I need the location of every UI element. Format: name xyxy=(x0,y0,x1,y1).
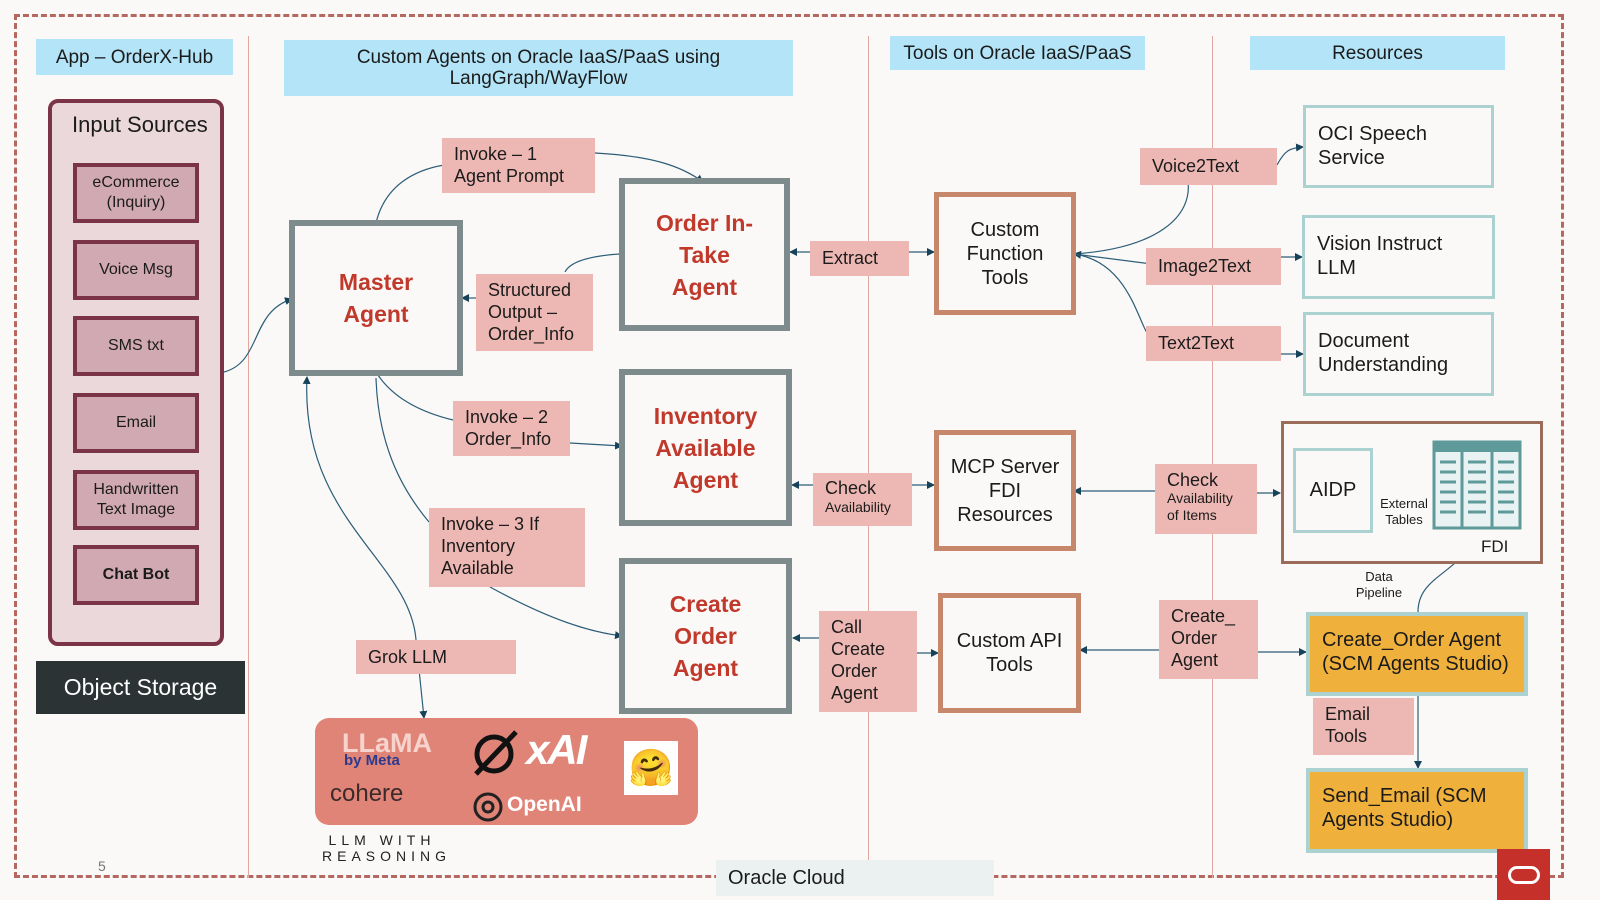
fdi-label: FDI xyxy=(1481,537,1509,556)
check-items-line1: Check xyxy=(1167,470,1219,490)
email-tools-label: Email Tools xyxy=(1313,698,1414,755)
check-items-line3: of Items xyxy=(1167,507,1217,523)
voice2text-label: Voice2Text xyxy=(1140,148,1277,185)
call-create-order-label: Call Create Order Agent xyxy=(819,611,917,712)
invoke1-label: Invoke – 1 Agent Prompt xyxy=(442,138,595,193)
grok-llm-label: Grok LLM xyxy=(356,640,516,674)
llama-logo: LLaMA xyxy=(342,728,432,758)
function-to-image2text xyxy=(1073,250,1153,265)
column-divider xyxy=(248,36,249,878)
vision-instruct-box: Vision Instruct LLM xyxy=(1302,215,1495,299)
invoke3-arrow xyxy=(489,586,623,640)
oracle-cloud-label: Oracle Cloud xyxy=(716,860,994,896)
order-intake-agent-box: Order In-Take Agent xyxy=(619,178,790,331)
text2text-label: Text2Text xyxy=(1146,326,1281,361)
voice2text-arrow xyxy=(1276,143,1304,166)
document-understanding-box: Document Understanding xyxy=(1303,312,1494,396)
page-number: 5 xyxy=(98,858,106,874)
input-to-master-arrow xyxy=(223,297,293,373)
header-app: App – OrderX-Hub xyxy=(36,39,233,75)
invoke3-connector xyxy=(375,377,430,523)
availability-label-line2: Availability xyxy=(825,499,891,515)
check-items-line2: Availability xyxy=(1167,490,1233,506)
oci-speech-box: OCI Speech Service xyxy=(1303,105,1494,188)
oracle-logo-icon xyxy=(1497,849,1550,900)
openai-logo: OpenAI xyxy=(507,793,582,816)
text2text-connector xyxy=(1073,253,1151,338)
voice2text-connector xyxy=(1073,181,1189,255)
header-tools: Tools on Oracle IaaS/PaaS xyxy=(890,36,1145,70)
invoke2-arrow xyxy=(569,441,623,450)
grok-to-master-arrow xyxy=(302,376,417,641)
object-storage-box: Object Storage xyxy=(36,661,245,714)
custom-api-tools-box: Custom API Tools xyxy=(938,593,1081,713)
source-email: Email xyxy=(73,393,199,453)
source-chat-bot: Chat Bot xyxy=(73,545,199,605)
xai-logo: xAI xyxy=(526,726,587,773)
structured-output-connector xyxy=(564,253,621,273)
check-availability-items-label: Check Availability of Items xyxy=(1155,464,1257,534)
extract-label: Extract xyxy=(810,241,909,276)
grok-icon xyxy=(470,726,522,778)
image2text-label: Image2Text xyxy=(1146,248,1281,285)
data-pipeline-label: Data Pipeline xyxy=(1355,569,1403,600)
source-ecommerce: eCommerce (Inquiry) xyxy=(73,163,199,223)
llm-caption: LLM WITH REASONING xyxy=(322,832,452,864)
mcp-server-box: MCP Server FDI Resources xyxy=(934,430,1076,551)
inventory-agent-box: Inventory Available Agent xyxy=(619,369,792,526)
input-sources-title: Input Sources xyxy=(72,112,208,137)
header-resources: Resources xyxy=(1250,36,1505,70)
hugging-face-icon: 🤗 xyxy=(624,741,678,795)
external-tables-label: External Tables xyxy=(1380,496,1428,527)
create-order-studio-box: Create_Order Agent (SCM Agents Studio) xyxy=(1306,612,1528,696)
column-divider xyxy=(1212,36,1213,878)
check-label-line1: Check xyxy=(825,478,877,498)
invoke1-connector xyxy=(375,164,445,224)
structured-output-label: Structured Output – Order_Info xyxy=(476,274,593,351)
create-order-agent-label: Create_ Order Agent xyxy=(1159,600,1258,679)
meta-logo: by Meta xyxy=(344,752,400,769)
header-agents: Custom Agents on Oracle IaaS/PaaS using … xyxy=(284,40,793,96)
database-table-icon xyxy=(1432,440,1522,530)
master-agent-box: Master Agent xyxy=(289,220,463,376)
invoke3-label: Invoke – 3 If Inventory Available xyxy=(429,508,585,587)
source-handwritten: Handwritten Text Image xyxy=(73,470,199,530)
invoke1-arrow xyxy=(594,152,704,183)
source-voice-msg: Voice Msg xyxy=(73,240,199,300)
create-order-agent-box: Create Order Agent xyxy=(619,558,792,714)
send-email-studio-box: Send_Email (SCM Agents Studio) xyxy=(1306,768,1528,853)
custom-function-tools-box: Custom Function Tools xyxy=(934,192,1076,315)
source-sms: SMS txt xyxy=(73,316,199,376)
cohere-logo: cohere xyxy=(330,780,404,807)
aidp-box: AIDP xyxy=(1293,448,1373,533)
column-divider xyxy=(868,36,869,878)
invoke2-connector xyxy=(375,371,454,421)
oracle-logo-ring xyxy=(1507,865,1540,884)
openai-icon xyxy=(471,790,505,824)
invoke2-label: Invoke – 2 Order_Info xyxy=(453,401,570,456)
check-availability-label: Check Availability xyxy=(813,473,912,526)
